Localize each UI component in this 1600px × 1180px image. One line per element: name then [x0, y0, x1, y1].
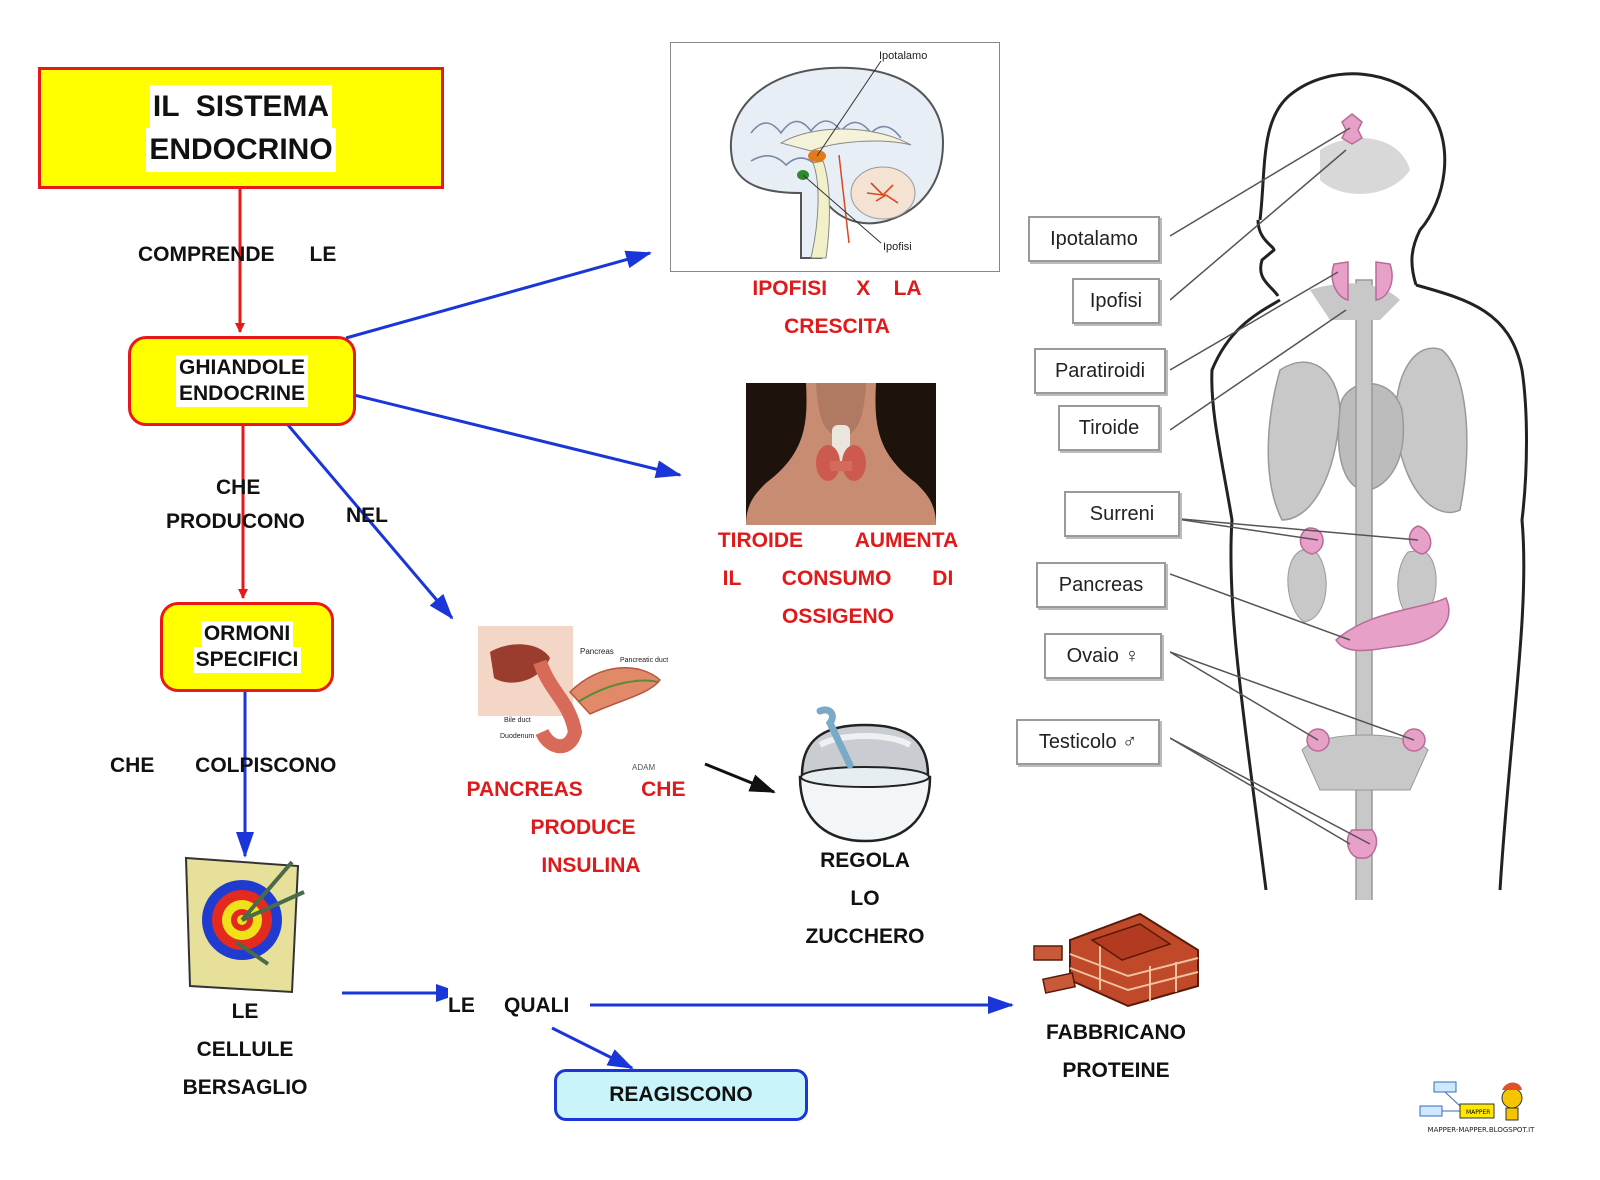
reagiscono-box: REAGISCONO	[554, 1069, 808, 1121]
reagiscono-label: REAGISCONO	[609, 1082, 753, 1106]
link-che: CHE	[216, 476, 261, 499]
ipofisi-caption: IPOFISI X LA CRESCITA	[722, 270, 952, 346]
pancreatic-duct-label: Pancreatic duct	[620, 657, 668, 664]
adam-brand: ADAM	[632, 763, 655, 772]
hormones-line-2: SPECIFICI	[192, 647, 302, 674]
arrow-glands-tiroide	[353, 393, 682, 479]
glands-box: GHIANDOLE ENDOCRINE	[128, 336, 356, 426]
cellule-line-1: LE	[231, 1000, 259, 1023]
title-line-1: IL SISTEMA	[149, 84, 333, 128]
regola-caption: REGOLA LO ZUCCHERO	[790, 842, 940, 956]
glands-line-1: GHIANDOLE	[176, 354, 308, 381]
tiroide-line-2: IL CONSUMO DI	[722, 567, 954, 590]
hormones-line-1: ORMONI	[200, 620, 294, 647]
tiroide-line-1: TIROIDE AUMENTA	[717, 529, 959, 552]
regola-line-2: LO	[850, 887, 880, 910]
pancreas-line-3: INSULINA	[541, 854, 641, 877]
brain-label-top: Ipotalamo	[879, 50, 927, 62]
ipofisi-line-1: IPOFISI X LA	[752, 277, 922, 300]
link-le-quali: LE QUALI	[448, 987, 570, 1025]
hormones-box: ORMONI SPECIFICI	[160, 602, 334, 692]
tiroide-line-3: OSSIGENO	[781, 605, 895, 628]
brain-illustration: Ipotalamo Ipofisi	[670, 42, 1000, 272]
tag-pancreas: Pancreas	[1036, 562, 1166, 608]
tag-paratiroidi: Paratiroidi	[1034, 348, 1166, 394]
pancreas-illustration: Pancreas Pancreatic duct Bile duct Duode…	[470, 622, 692, 772]
tag-ipofisi: Ipofisi	[1072, 278, 1160, 324]
link-comprende-le: COMPRENDE LE	[138, 243, 337, 266]
logo-name: MAPPER	[1466, 1109, 1490, 1116]
ipofisi-line-2: CRESCITA	[784, 315, 890, 338]
fabbricano-line-2: PROTEINE	[1062, 1059, 1170, 1082]
glands-line-2: ENDOCRINE	[175, 381, 308, 408]
arrow-pancreas-sugar	[704, 762, 776, 794]
link-che-colpiscono: CHE COLPISCONO	[110, 754, 337, 777]
cellule-caption: LE CELLULE BERSAGLIO	[165, 993, 325, 1107]
pancreas-line-2: PRODUCE	[530, 816, 636, 839]
duodenum-label: Duodenum	[500, 733, 534, 740]
mapper-logo: MAPPER MAPPER-MAPPER.BLOGSPOT.IT	[1416, 1078, 1546, 1138]
tag-ipotalamo: Ipotalamo	[1028, 216, 1160, 262]
brain-label-bottom: Ipofisi	[883, 241, 912, 253]
arrow-glands-pancreas	[286, 424, 454, 620]
fabbricano-caption: FABBRICANO PROTEINE	[1030, 1014, 1202, 1090]
bile-duct-label: Bile duct	[504, 717, 531, 724]
fabbricano-line-1: FABBRICANO	[1046, 1021, 1186, 1044]
sugar-bowl-icon	[790, 705, 940, 845]
title-box: IL SISTEMA ENDOCRINO	[38, 67, 444, 189]
thyroid-photo	[746, 383, 936, 525]
body-endocrine-diagram	[1169, 50, 1550, 921]
cellule-line-3: BERSAGLIO	[182, 1076, 308, 1099]
cellule-line-2: CELLULE	[196, 1038, 294, 1061]
bricks-icon	[1030, 910, 1202, 1010]
arrow-lequali-reagiscono	[551, 1026, 634, 1070]
tiroide-caption: TIROIDE AUMENTA IL CONSUMO DI OSSIGENO	[700, 522, 976, 636]
logo-url: MAPPER-MAPPER.BLOGSPOT.IT	[1427, 1126, 1535, 1134]
pancreas-label: Pancreas	[580, 647, 614, 656]
tag-tiroide: Tiroide	[1058, 405, 1160, 451]
link-producono: PRODUCONO	[166, 510, 305, 533]
dartboard-icon	[180, 852, 310, 1000]
pancreas-caption: PANCREAS CHE PRODUCE INSULINA	[456, 771, 696, 885]
arrow-glands-ipofisi	[345, 250, 652, 340]
tag-surreni: Surreni	[1064, 491, 1180, 537]
tag-testicolo: Testicolo ♂	[1016, 719, 1160, 765]
pancreas-line-1: PANCREAS CHE	[466, 778, 686, 801]
title-line-2: ENDOCRINO	[146, 128, 336, 172]
link-nel: NEL	[346, 504, 388, 527]
regola-line-1: REGOLA	[820, 849, 910, 872]
tag-ovaio: Ovaio ♀	[1044, 633, 1162, 679]
regola-line-3: ZUCCHERO	[805, 925, 925, 948]
